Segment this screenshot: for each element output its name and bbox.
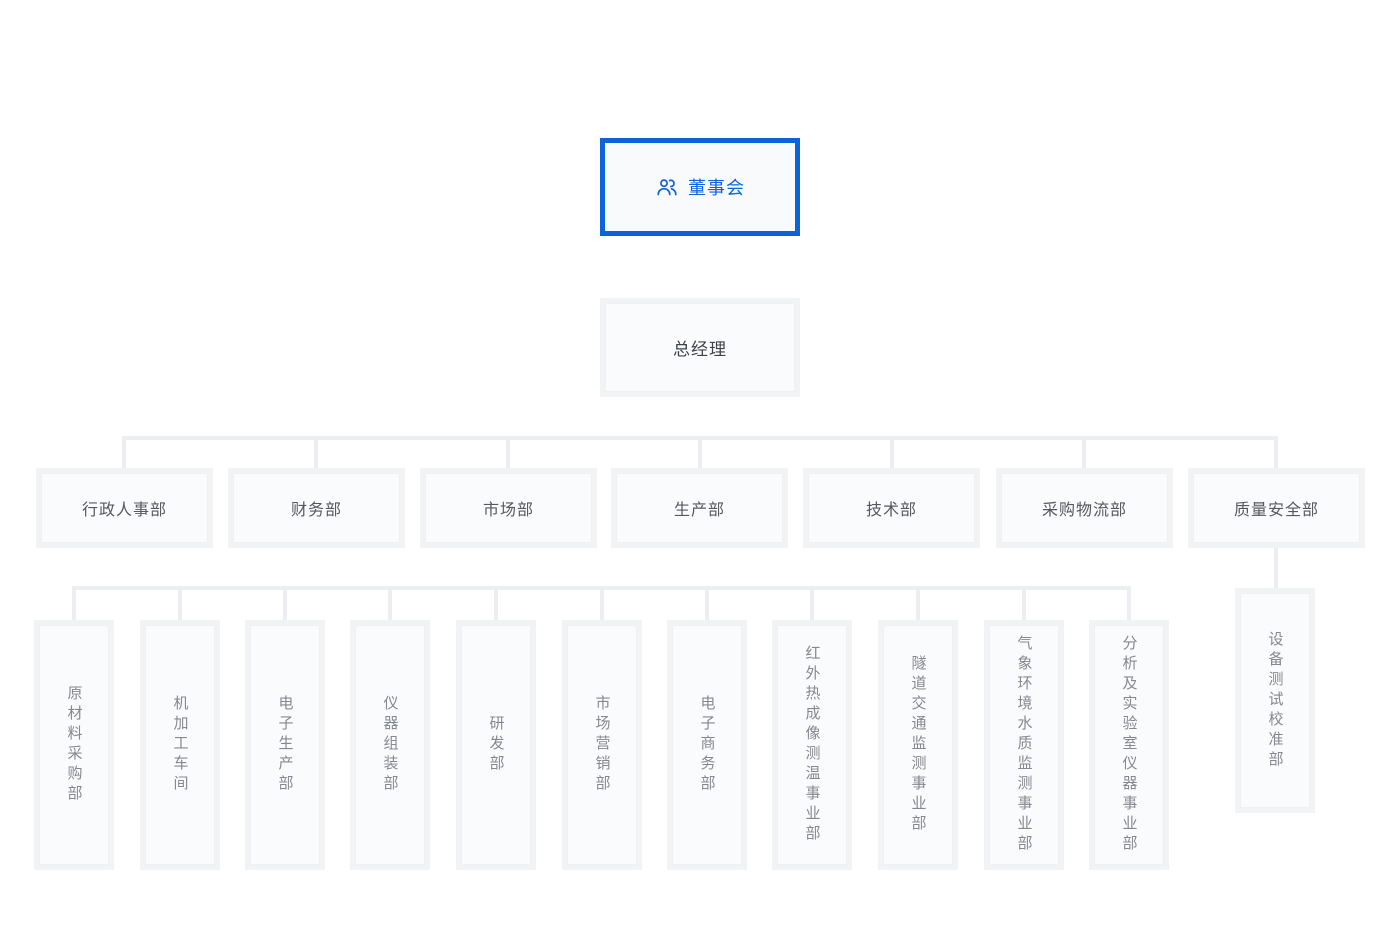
org-node-sub-instrument-assembly[interactable]: 仪器组装部 [350, 620, 430, 870]
org-node-sub-equipment-test-calibration[interactable]: 设备测试校准部 [1235, 588, 1315, 813]
org-node-board[interactable]: 董事会 [600, 138, 800, 236]
connector-stub [494, 586, 498, 624]
org-node-sub-electronics-production[interactable]: 电子生产部 [245, 620, 325, 870]
org-node-sub-meteorology-water-quality[interactable]: 气象环境水质监测事业部 [984, 620, 1064, 870]
org-node-label: 研发部 [487, 715, 505, 775]
connector-stub [388, 586, 392, 624]
org-node-label: 市场营销部 [593, 695, 611, 795]
org-node-dept-procurement-logistics[interactable]: 采购物流部 [996, 468, 1173, 548]
connector-quality-child [1274, 548, 1278, 590]
org-node-dept-production[interactable]: 生产部 [611, 468, 788, 548]
connector-stub [890, 436, 894, 468]
team-icon [655, 175, 679, 199]
org-node-sub-raw-material-purchasing[interactable]: 原材料采购部 [34, 620, 114, 870]
org-node-label: 质量安全部 [1233, 502, 1319, 519]
org-node-label: 市场部 [482, 502, 534, 519]
org-node-dept-finance[interactable]: 财务部 [228, 468, 405, 548]
org-node-label: 分析及实验室仪器事业部 [1120, 635, 1138, 855]
org-node-label: 电子生产部 [276, 695, 294, 795]
org-node-label: 仪器组装部 [381, 695, 399, 795]
org-node-general-manager[interactable]: 总经理 [600, 298, 800, 397]
org-node-dept-admin-hr[interactable]: 行政人事部 [36, 468, 213, 548]
connector-stub [916, 586, 920, 624]
org-node-sub-marketing[interactable]: 市场营销部 [562, 620, 642, 870]
connector-stub [1274, 436, 1278, 468]
connector-stub [1022, 586, 1026, 624]
connector-stub [506, 436, 510, 468]
org-node-sub-ecommerce[interactable]: 电子商务部 [667, 620, 747, 870]
org-node-dept-quality-safety[interactable]: 质量安全部 [1188, 468, 1365, 548]
connector-stub [698, 436, 702, 468]
org-node-label: 机加工车间 [171, 695, 189, 795]
connector-stub [314, 436, 318, 468]
connector-stub [1082, 436, 1086, 468]
org-node-label: 技术部 [865, 502, 917, 519]
org-node-label: 气象环境水质监测事业部 [1015, 635, 1033, 855]
connector-stub [600, 586, 604, 624]
org-node-label: 隧道交通监测事业部 [909, 655, 927, 835]
org-node-dept-technology[interactable]: 技术部 [803, 468, 980, 548]
org-node-label: 财务部 [290, 502, 342, 519]
connector-stub [810, 586, 814, 624]
connector-stub [178, 586, 182, 624]
connector-stub [72, 586, 76, 624]
org-node-label: 生产部 [673, 502, 725, 519]
connector-stub [283, 586, 287, 624]
connector-stub [705, 586, 709, 624]
org-node-sub-analysis-lab-instruments[interactable]: 分析及实验室仪器事业部 [1089, 620, 1169, 870]
org-node-label: 行政人事部 [81, 502, 167, 519]
org-node-sub-infrared-thermal-imaging[interactable]: 红外热成像测温事业部 [772, 620, 852, 870]
org-node-sub-machining-workshop[interactable]: 机加工车间 [140, 620, 220, 870]
org-node-label: 采购物流部 [1041, 502, 1127, 519]
org-node-label: 设备测试校准部 [1266, 630, 1284, 771]
org-node-dept-marketing[interactable]: 市场部 [420, 468, 597, 548]
org-node-label: 电子商务部 [698, 695, 716, 795]
org-node-sub-tunnel-traffic-monitoring[interactable]: 隧道交通监测事业部 [878, 620, 958, 870]
org-node-label: 红外热成像测温事业部 [803, 645, 821, 845]
org-node-board-label: 董事会 [688, 178, 745, 198]
org-node-general-manager-label: 总经理 [673, 340, 727, 359]
org-node-label: 原材料采购部 [65, 685, 83, 805]
connector-stub [122, 436, 126, 468]
connector-stub [1127, 586, 1131, 624]
org-node-sub-rnd[interactable]: 研发部 [456, 620, 536, 870]
